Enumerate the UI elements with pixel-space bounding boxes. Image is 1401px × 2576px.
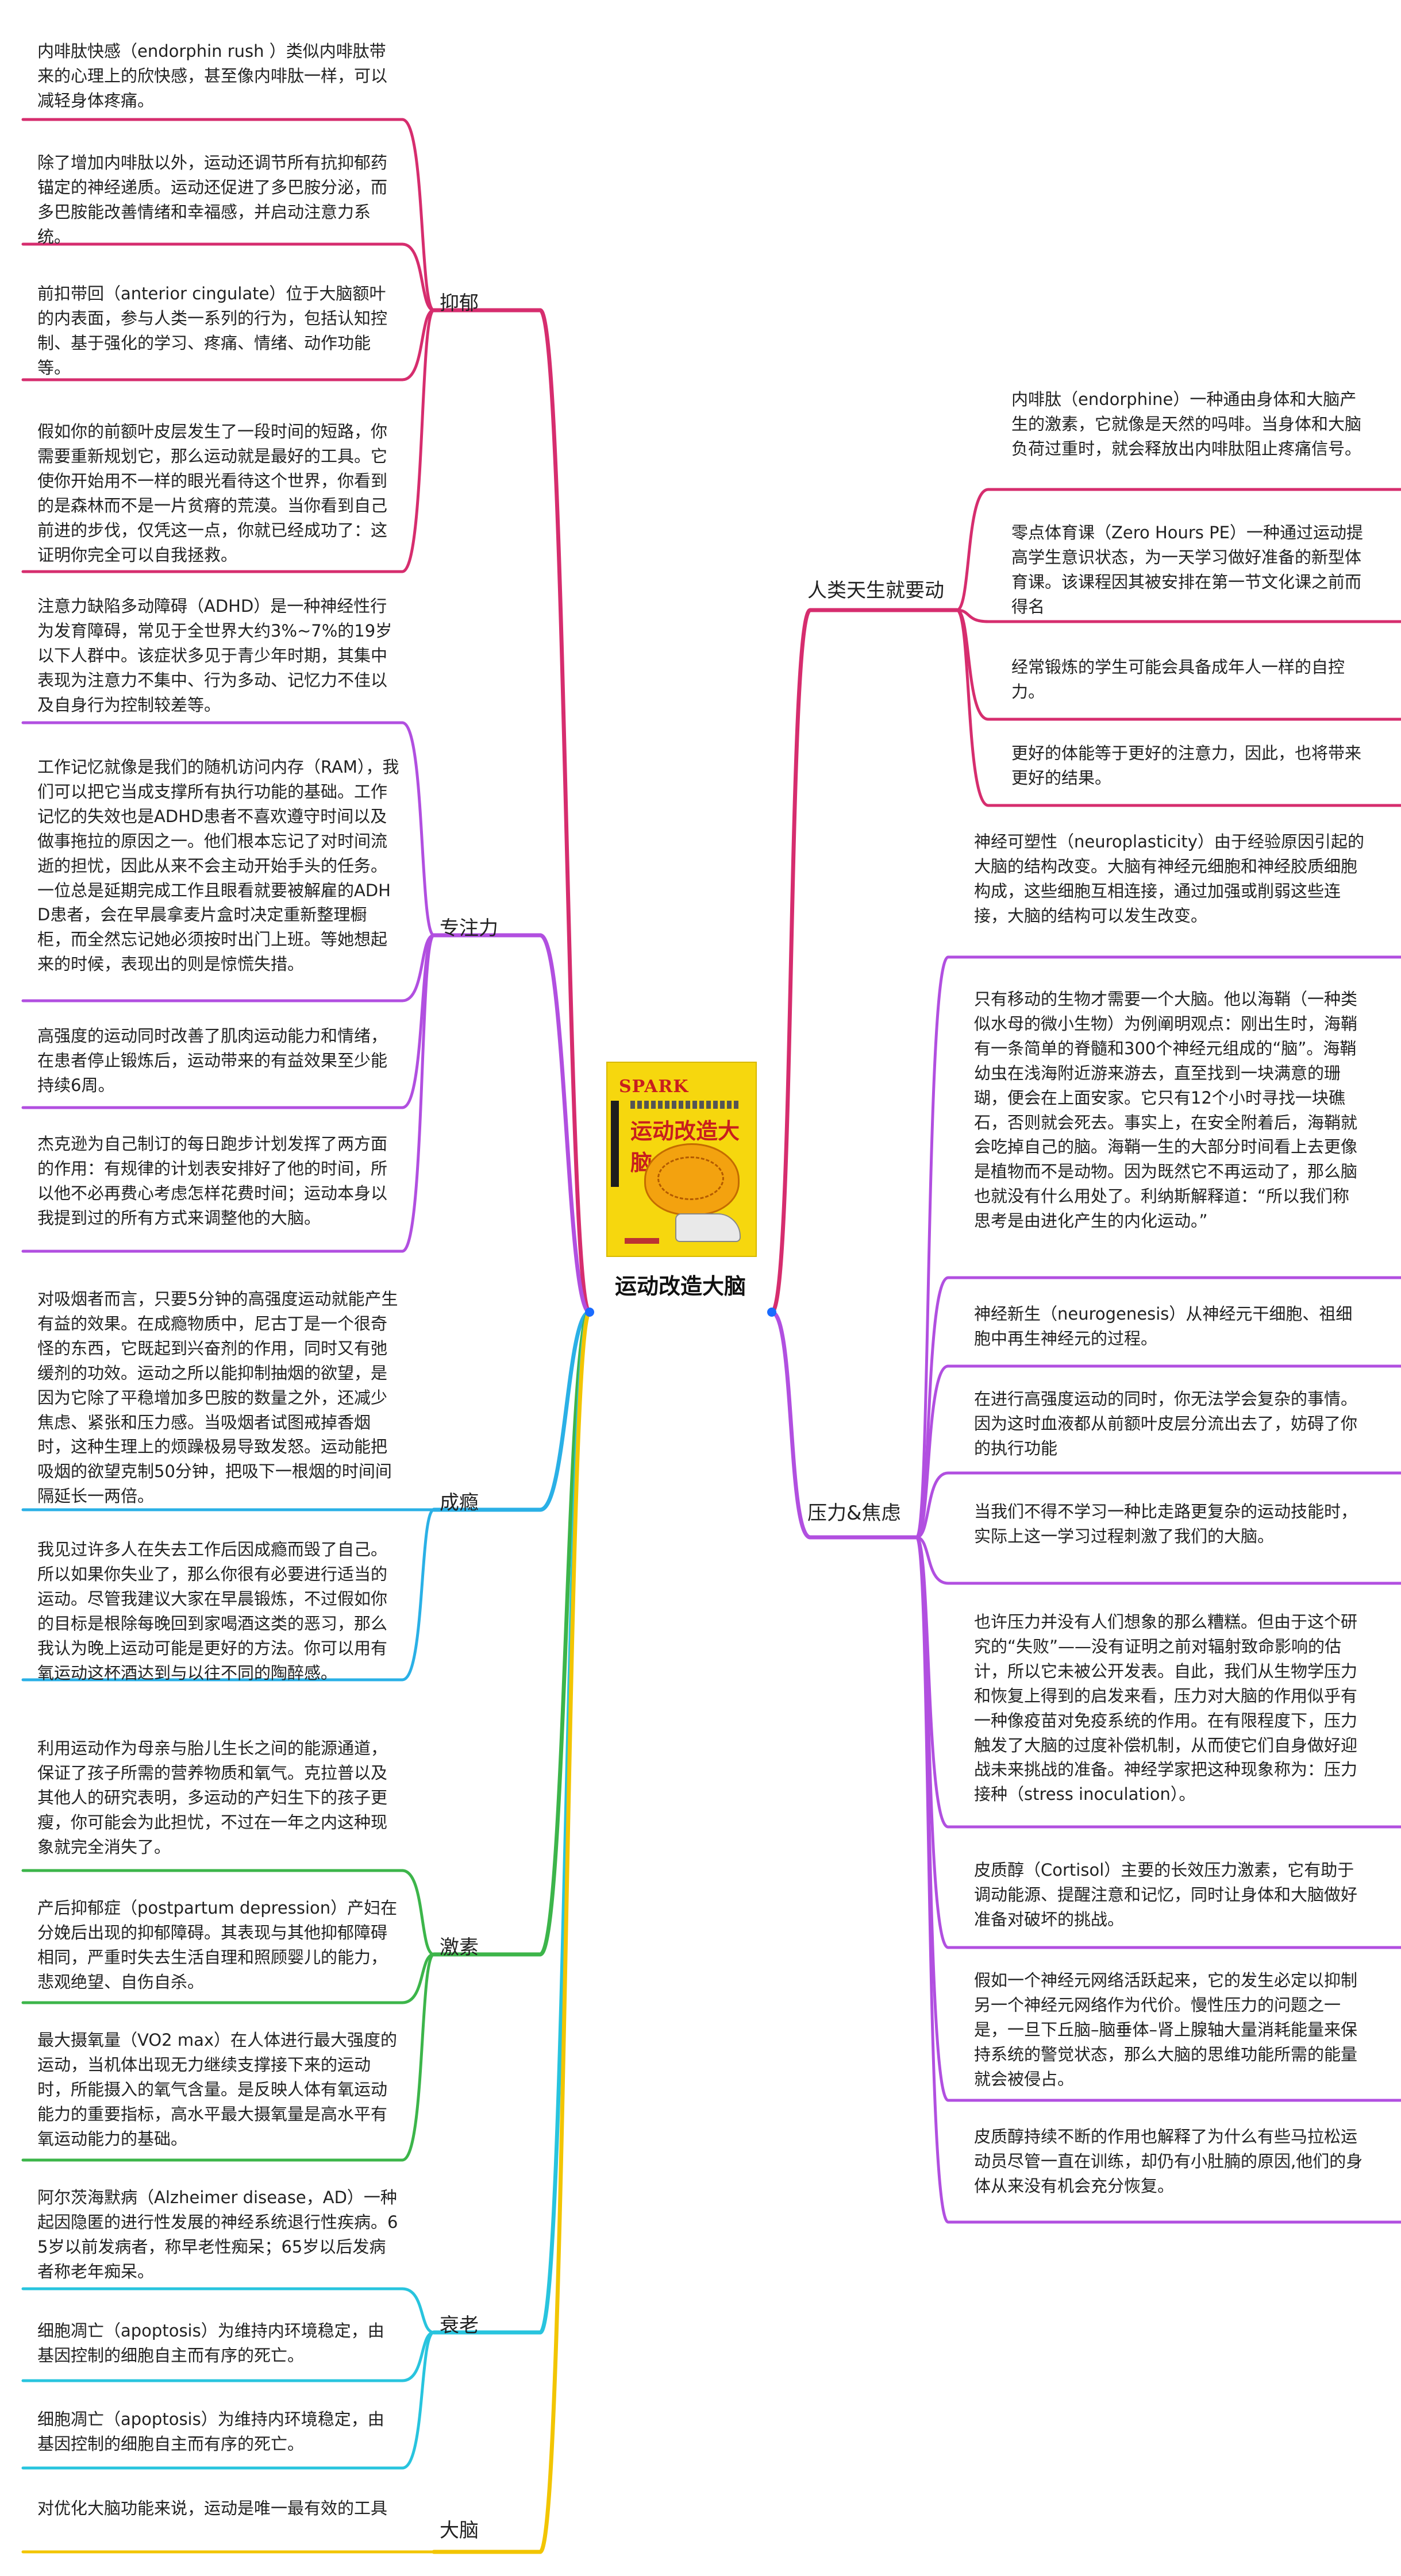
leaf-stress-2: 只有移动的生物才需要一个大脑。他以海鞘（一种类似水母的微小生物）为例阐明观点：刚… [974, 989, 1358, 1231]
branch-curve-0 [538, 308, 592, 1314]
leaf-focus-1: 注意力缺陷多动障碍（ADHD）是一种神经性行为发育障碍，常见于全世界大约3%~7… [37, 596, 392, 715]
leaf-brain-1: 对优化大脑功能来说，运动是唯一最有效的工具 [37, 2498, 388, 2518]
leaf-born-1: 内啡肽（endorphine）一种通由身体和大脑产生的激素，它就像是天然的吗啡。… [1011, 390, 1362, 458]
branch-label-hormones[interactable]: 激素 [440, 1936, 479, 1959]
branch-curve-7 [769, 1310, 813, 1540]
leaf-curve-7-2 [915, 1364, 950, 1539]
leaf-aging-1: 阿尔茨海默病（Alzheimer disease，AD）一种起因隐匿的进行性发展… [37, 2188, 398, 2281]
leaf-aging-2: 细胞凋亡（apoptosis）为维持内环境稳定，由基因控制的细胞自主而有序的死亡… [37, 2321, 384, 2365]
leaf-depression-2: 除了增加内啡肽以外，运动还调节所有抗抑郁药锚定的神经递质。运动还促进了多巴胺分泌… [37, 153, 388, 246]
leaf-curve-7-8 [915, 1536, 950, 2224]
leaf-addiction-2: 我见过许多人在失去工作后因成瘾而毁了自己。所以如果你失业了，那么你很有必要进行适… [37, 1540, 388, 1683]
leaf-curve-2-1 [401, 1508, 436, 1682]
cover-spine-strip [611, 1101, 619, 1187]
branch-label-stress-anxiety[interactable]: 压力&焦虑 [807, 1502, 901, 1525]
leaf-curve-1-3 [401, 934, 436, 1253]
branch-curve-1 [538, 933, 592, 1314]
leaf-curve-4-0 [401, 2287, 436, 2334]
leaf-stress-8: 假如一个神经元网络活跃起来，它的发生必定以抑制另一个神经元网络作为代价。慢性压力… [974, 1970, 1358, 2089]
leaf-focus-3: 高强度的运动同时改善了肌肉运动能力和情绪，在患者停止锻炼后，运动带来的有益效果至… [37, 1026, 388, 1095]
cover-title-text: 运动改造大脑 [630, 1119, 740, 1175]
leaf-focus-2: 工作记忆就像是我们的随机访问内存（RAM），我们可以把它当成支撑所有执行功能的基… [37, 757, 399, 974]
leaf-depression-4: 假如你的前额叶皮层发生了一段时间的短路，你需要重新规划它，那么运动就是最好的工具… [37, 422, 388, 565]
branch-curve-4 [538, 1310, 592, 2335]
cover-spark-text: SPARK [619, 1077, 689, 1097]
leaf-born-3: 经常锻炼的学生可能会具备成年人一样的自控力。 [1011, 657, 1345, 701]
leaf-addiction-1: 对吸烟者而言，只要5分钟的高强度运动就能产生有益的效果。在成瘾物质中，尼古丁是一… [37, 1289, 398, 1506]
leaf-curve-0-2 [401, 308, 436, 381]
leaf-curve-0-1 [401, 242, 436, 312]
sneaker-illustration [675, 1213, 741, 1242]
leaf-curve-3-0 [401, 1869, 436, 1956]
leaf-curve-3-2 [401, 1953, 436, 2162]
leaf-born-2: 零点体育课（Zero Hours PE）一种通过运动提高学生意识状态，为一天学习… [1011, 523, 1363, 616]
leaf-curve-6-0 [955, 488, 990, 612]
leaf-curve-1-0 [401, 721, 436, 937]
branch-curve-2 [538, 1310, 592, 1512]
leaf-curve-7-0 [915, 955, 950, 1539]
publisher-mark [625, 1238, 659, 1244]
leaf-hormones-1: 利用运动作为母亲与胎儿生长之间的能源通道，保证了孩子所需的营养物质和氧气。克拉普… [37, 1738, 388, 1857]
branch-label-aging[interactable]: 衰老 [440, 2314, 479, 2337]
branch-label-born-to-move[interactable]: 人类天生就要动 [807, 579, 944, 602]
brain-illustration [644, 1143, 740, 1216]
leaf-curve-0-0 [401, 118, 436, 312]
root-right-connector-dot [767, 1308, 776, 1317]
leaf-depression-3: 前扣带回（anterior cingulate）位于大脑额叶的内表面，参与人类一… [37, 284, 388, 377]
branch-label-brain[interactable]: 大脑 [440, 2519, 479, 2542]
branch-label-addiction[interactable]: 成瘾 [440, 1491, 479, 1514]
leaf-curve-7-4 [915, 1536, 950, 1585]
leaf-stress-9: 皮质醇持续不断的作用也解释了为什么有些马拉松运动员尽管一直在训练，却仍有小肚腩的… [974, 2127, 1363, 2196]
book-cover-image: SPARK 运动改造大脑 [606, 1062, 757, 1257]
leaf-stress-5: 当我们不得不学习一种比走路更复杂的运动技能时，实际上这一学习过程刺激了我们的大脑… [974, 1502, 1358, 1546]
cover-subtitle-strip [630, 1101, 740, 1109]
leaf-stress-7: 皮质醇（Cortisol）主要的长效压力激素，它有助于调动能源、提醒注意和记忆，… [974, 1860, 1358, 1929]
branch-label-focus[interactable]: 专注力 [440, 917, 498, 940]
leaf-curve-0-3 [401, 308, 436, 573]
leaf-curve-4-2 [401, 2331, 436, 2470]
leaf-hormones-2: 产后抑郁症（postpartum depression）产妇在分娩后出现的抑郁障… [37, 1898, 398, 1992]
branch-curve-6 [769, 608, 813, 1314]
leaf-born-4: 更好的体能等于更好的注意力，因此，也将带来更好的结果。 [1011, 743, 1362, 788]
branch-label-depression[interactable]: 抑郁 [440, 292, 479, 315]
root-left-connector-dot [585, 1308, 594, 1317]
leaf-curve-6-1 [955, 608, 990, 623]
root-node-label[interactable]: 运动改造大脑 [615, 1274, 746, 1299]
leaf-depression-1: 内啡肽快感（endorphin rush ）类似内啡肽带来的心理上的欣快感，甚至… [37, 41, 388, 110]
leaf-stress-6: 也许压力并没有人们想象的那么糟糕。但由于这个研究的“失败”——没有证明之前对辐射… [974, 1612, 1358, 1804]
leaf-aging-3: 细胞凋亡（apoptosis）为维持内环境稳定，由基因控制的细胞自主而有序的死亡… [37, 2409, 384, 2454]
branch-curve-5 [538, 1310, 592, 2554]
leaf-curve-6-3 [955, 608, 990, 807]
leaf-curve-3-1 [401, 1953, 436, 2004]
leaf-stress-3: 神经新生（neurogenesis）从神经元干细胞、祖细胞中再生神经元的过程。 [974, 1304, 1353, 1348]
leaf-focus-4: 杰克逊为自己制订的每日跑步计划发挥了两方面的作用：有规律的计划表安排好了他的时间… [37, 1134, 388, 1228]
leaf-stress-4: 在进行高强度运动的同时，你无法学会复杂的事情。因为这时血液都从前额叶皮层分流出去… [974, 1389, 1358, 1458]
leaf-stress-1: 神经可塑性（neuroplasticity）由于经验原因引起的大脑的结构改变。大… [974, 832, 1364, 925]
leaf-hormones-3: 最大摄氧量（VO2 max）在人体进行最大强度的运动，当机体出现无力继续支撑接下… [37, 2030, 398, 2149]
leaf-curve-7-3 [915, 1471, 950, 1539]
